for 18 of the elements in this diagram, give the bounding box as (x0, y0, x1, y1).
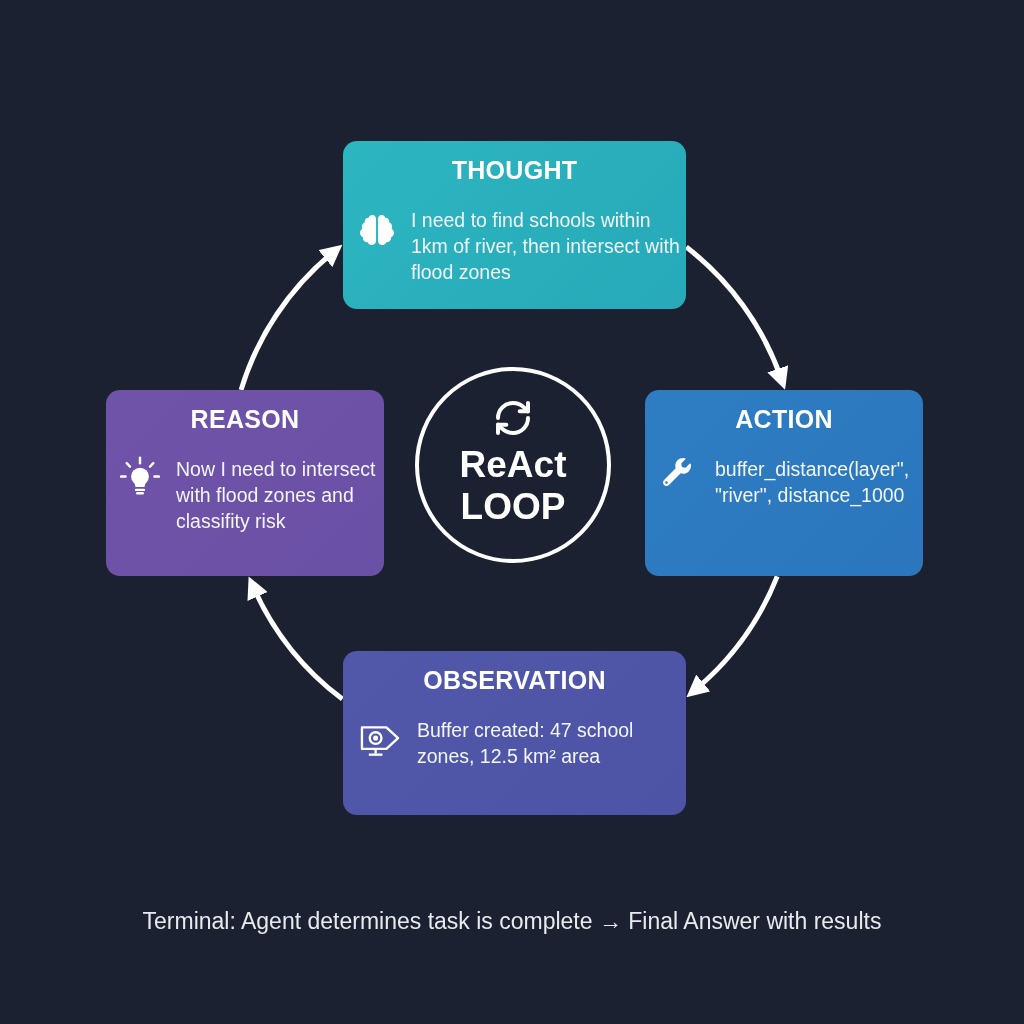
arrow (684, 245, 788, 390)
step-box (343, 141, 686, 309)
arrow (238, 244, 342, 391)
step-description: Now I need to intersect with flood zones and classifity risk (176, 457, 377, 534)
step-title: ACTION (735, 404, 833, 434)
arrow (247, 576, 345, 701)
step-description: I need to find schools within 1km of river, then intersect with flood zones (411, 208, 681, 285)
step-box (645, 390, 923, 576)
caption-text: Terminal: Agent determines task is complete → Final Answer with results (141, 907, 883, 936)
loop-label: ReAct LOOP (458, 444, 568, 528)
step-box (343, 651, 686, 815)
step-description: Buffer created: 47 school zones, 12.5 km² area (417, 718, 635, 769)
step-box (106, 390, 384, 576)
step-title: OBSERVATION (423, 665, 606, 695)
step-title: THOUGHT (451, 155, 578, 185)
step-description: buffer_distance(layer", "river", distance_1000 (715, 457, 911, 508)
step-title: REASON (190, 404, 300, 434)
arrow (686, 575, 780, 698)
